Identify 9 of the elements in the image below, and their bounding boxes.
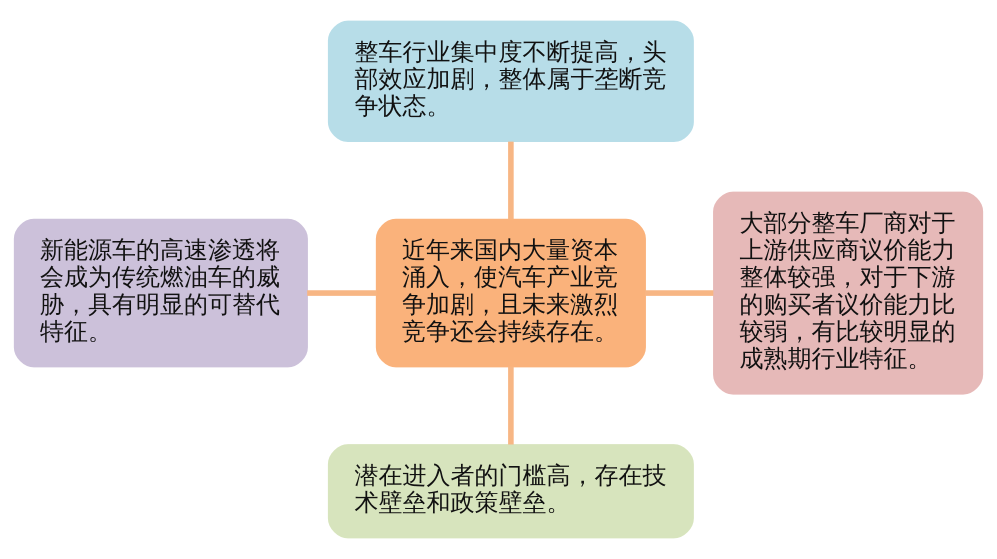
node-box: 潜在进入者的门槛高，存在技术壁垒和政策壁垒。 (328, 444, 694, 538)
node-box: 近年来国内大量资本涌入，使汽车产业竞争加剧，且未来激烈竞争还会持续存在。 (376, 218, 646, 368)
connector (307, 290, 376, 296)
node-box: 大部分整车厂商对于上游供应商议价能力整体较强，对于下游的购买者议价能力比较弱，有比较明显的成熟期行业特征。 (713, 192, 984, 395)
connector (508, 142, 514, 220)
node-box: 新能源车的高速渗透将会成为传统燃油车的威胁，具有明显的可替代特征。 (14, 218, 308, 368)
node-box: 整车行业集中度不断提高，头部效应加剧，整体属于垄断竞争状态。 (328, 20, 694, 142)
connector (508, 366, 514, 444)
connector (645, 290, 714, 296)
